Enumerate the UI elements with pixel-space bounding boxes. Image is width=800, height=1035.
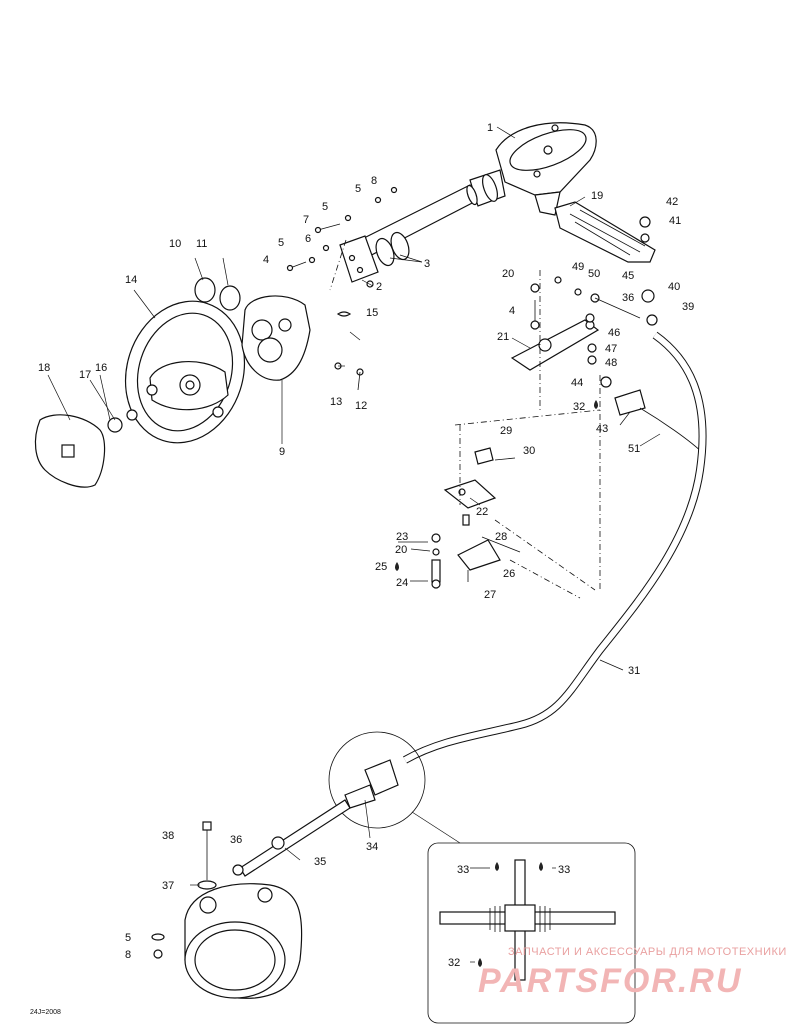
grille-part-19[interactable]	[554, 201, 656, 263]
label-5a: 5	[355, 183, 361, 195]
label-13: 13	[330, 396, 342, 408]
cover-part-18[interactable]	[34, 414, 106, 488]
construction-lines	[329, 239, 601, 599]
label-18: 18	[38, 362, 50, 374]
fastener-part-49-50[interactable]	[554, 276, 582, 296]
label-5b: 5	[322, 201, 328, 213]
label-44: 44	[571, 377, 583, 389]
watermark-caption: ЗАПЧАСТИ И АКСЕССУАРЫ ДЛЯ МОТОТЕХНИКИ	[508, 946, 787, 958]
arm-part-21[interactable]	[510, 319, 600, 371]
label-14: 14	[125, 274, 137, 286]
label-40: 40	[668, 281, 680, 293]
label-39: 39	[682, 301, 694, 313]
label-49: 49	[572, 261, 584, 273]
watermark-logo: PARTSFOR.RU	[478, 962, 742, 1000]
clip-part-15[interactable]	[336, 311, 352, 317]
label-4b: 4	[509, 305, 515, 317]
label-47: 47	[605, 343, 617, 355]
label-7: 7	[303, 214, 309, 226]
rod-part-35[interactable]	[232, 799, 351, 877]
label-8b: 8	[125, 949, 131, 961]
plate-part-26[interactable]	[457, 539, 501, 571]
label-34: 34	[366, 841, 378, 853]
label-41: 41	[669, 215, 681, 227]
label-6: 6	[305, 233, 311, 245]
fastener-part-36-37-38[interactable]	[197, 821, 217, 890]
label-43: 43	[596, 423, 608, 435]
bushing-part-39-40[interactable]	[641, 289, 658, 326]
label-9: 9	[279, 446, 285, 458]
label-32a: 32	[573, 401, 585, 413]
bracket-part-43-44[interactable]	[600, 376, 646, 416]
label-21: 21	[497, 331, 509, 343]
label-36a: 36	[622, 292, 634, 304]
label-1: 1	[487, 122, 493, 134]
label-42: 42	[666, 196, 678, 208]
label-46: 46	[608, 327, 620, 339]
label-15: 15	[366, 307, 378, 319]
linkage-part-45-36[interactable]	[590, 293, 641, 319]
label-36b: 36	[230, 834, 242, 846]
leader-lines	[47, 126, 661, 963]
label-25: 25	[375, 561, 387, 573]
label-5d: 5	[125, 932, 131, 944]
label-8a: 8	[371, 175, 377, 187]
label-22: 22	[476, 506, 488, 518]
fastener-part-12-13[interactable]	[334, 362, 364, 391]
ring-part-3[interactable]	[373, 230, 413, 268]
label-32b: 32	[448, 957, 460, 969]
cable-part-31[interactable]	[403, 331, 707, 764]
ring-part-11[interactable]	[219, 285, 241, 311]
ring-part-10[interactable]	[194, 277, 216, 303]
label-33a: 33	[457, 864, 469, 876]
cable-part-51[interactable]	[639, 407, 706, 456]
label-2: 2	[376, 281, 382, 293]
bolt-part-4-20[interactable]	[530, 283, 540, 330]
cable-connector-part-34[interactable]	[328, 731, 426, 829]
nut-part-16-17[interactable]	[107, 409, 138, 433]
label-30: 30	[523, 445, 535, 457]
label-48: 48	[605, 357, 617, 369]
label-27: 27	[484, 589, 496, 601]
label-31: 31	[628, 665, 640, 677]
label-20b: 20	[395, 544, 407, 556]
label-35: 35	[314, 856, 326, 868]
label-11: 11	[196, 238, 207, 250]
label-12: 12	[355, 400, 367, 412]
steering-wheel-part-14[interactable]	[108, 286, 263, 459]
label-3: 3	[424, 258, 430, 270]
fastener-part-41-42[interactable]	[639, 216, 651, 243]
pump-housing[interactable]	[184, 883, 303, 999]
label-5c: 5	[278, 237, 284, 249]
label-45: 45	[622, 270, 634, 282]
label-24: 24	[396, 577, 408, 589]
label-20a: 20	[502, 268, 514, 280]
fastener-group-column[interactable]	[286, 186, 398, 272]
label-51: 51	[628, 443, 640, 455]
figure-code: 24J=2008	[30, 1009, 61, 1016]
label-29: 29	[500, 425, 512, 437]
label-37: 37	[162, 880, 174, 892]
gauge-housing-part-9[interactable]	[241, 295, 311, 381]
lubricant-drop-icon	[395, 400, 598, 967]
plate-part-22[interactable]	[443, 479, 497, 509]
fastener-part-46-47-48[interactable]	[585, 313, 597, 365]
label-23: 23	[396, 531, 408, 543]
bracket-part-29-30[interactable]	[474, 447, 516, 465]
label-10: 10	[169, 238, 181, 250]
label-33b: 33	[558, 864, 570, 876]
label-4a: 4	[263, 254, 269, 266]
fastener-part-5-8-lower[interactable]	[151, 933, 165, 959]
fastener-part-23-28[interactable]	[431, 514, 521, 589]
label-17: 17	[79, 369, 91, 381]
label-50: 50	[588, 268, 600, 280]
label-26: 26	[503, 568, 515, 580]
label-28: 28	[495, 531, 507, 543]
inset-detail	[411, 811, 636, 1024]
label-19: 19	[591, 190, 603, 202]
label-38: 38	[162, 830, 174, 842]
label-16: 16	[95, 362, 107, 374]
